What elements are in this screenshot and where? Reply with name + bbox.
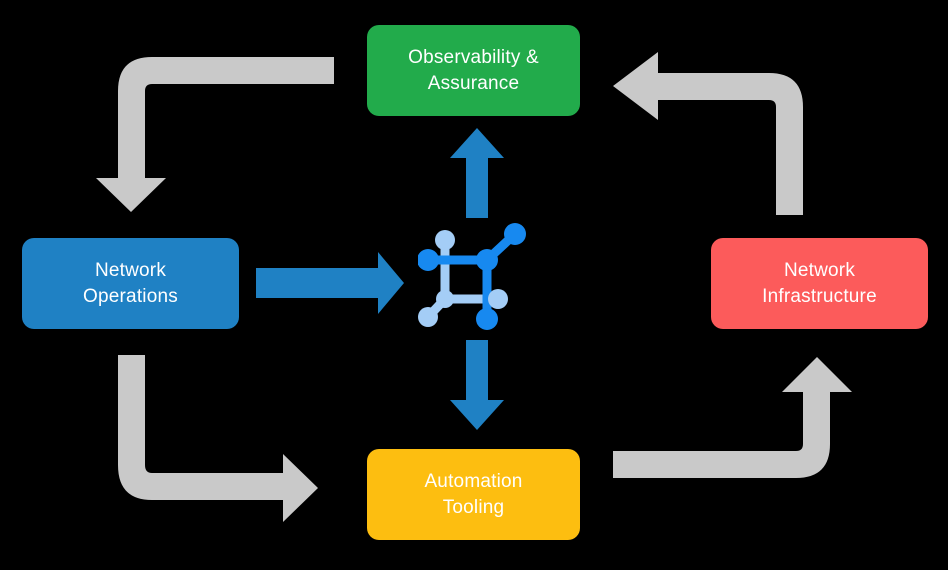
topology-nodes-primary <box>418 223 526 330</box>
connector-center-to-observability <box>450 128 504 218</box>
connector-operations-to-center <box>256 252 404 314</box>
connector-infrastructure-to-observability <box>613 52 803 215</box>
connector-operations-to-automation <box>118 355 318 522</box>
network-topology-icon <box>418 223 526 330</box>
node-automation-tooling[interactable]: Automation Tooling <box>367 449 580 540</box>
topology-nodes-secondary <box>418 230 508 327</box>
node-label-automation: Automation Tooling <box>424 470 523 518</box>
connector-observability-to-operations <box>96 57 334 212</box>
node-network-operations[interactable]: Network Operations <box>22 238 239 329</box>
node-observability-assurance[interactable]: Observability & Assurance <box>367 25 580 116</box>
node-label-operations: Network Operations <box>83 259 178 307</box>
node-network-infrastructure[interactable]: Network Infrastructure <box>711 238 928 329</box>
connector-automation-to-infrastructure <box>613 357 852 478</box>
node-label-infrastructure: Network Infrastructure <box>762 259 877 307</box>
node-label-observability: Observability & Assurance <box>408 46 539 94</box>
connector-center-to-automation <box>450 340 504 430</box>
